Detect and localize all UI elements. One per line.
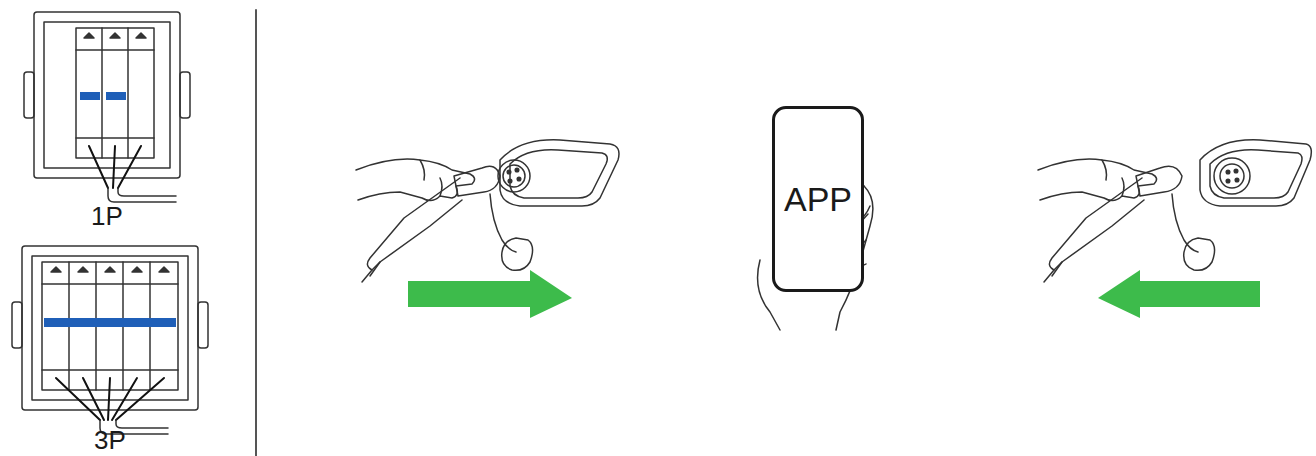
arrow-left (1098, 270, 1260, 318)
breaker-box-3p (12, 246, 208, 434)
unplug-illustration (356, 140, 619, 282)
breaker-box-1p: 1P (14, 10, 200, 230)
breaker-box-1p (24, 12, 190, 202)
arrow-right (408, 270, 572, 318)
phone-screen: APP (772, 106, 864, 292)
breaker-box-3p: 3P (2, 240, 218, 454)
plugin-illustration (1038, 140, 1311, 282)
node-label: 1P (14, 202, 200, 230)
node-label: APP (784, 180, 852, 218)
node-label: 3P (2, 426, 218, 454)
